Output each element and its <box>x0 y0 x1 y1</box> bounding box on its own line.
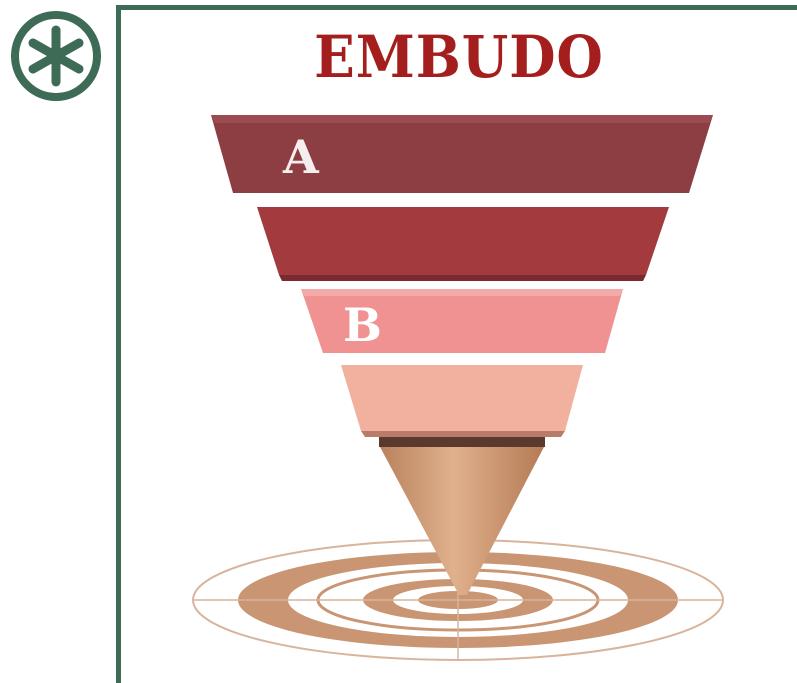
asterisk-circle-icon <box>11 11 101 101</box>
target-rings <box>192 539 724 661</box>
frame-top-border <box>116 5 797 10</box>
funnel-level-5 <box>379 437 545 595</box>
frame-left-border <box>116 5 121 683</box>
funnel-level-1 <box>211 115 713 193</box>
funnel-diagram: A B <box>192 115 724 661</box>
funnel-label-b: B <box>343 298 382 352</box>
funnel-level-4 <box>341 365 583 437</box>
funnel-level-2 <box>257 207 669 281</box>
funnel-level-3 <box>301 289 623 353</box>
funnel-label-a: A <box>282 130 320 184</box>
page-title: EMBUDO <box>314 23 604 91</box>
